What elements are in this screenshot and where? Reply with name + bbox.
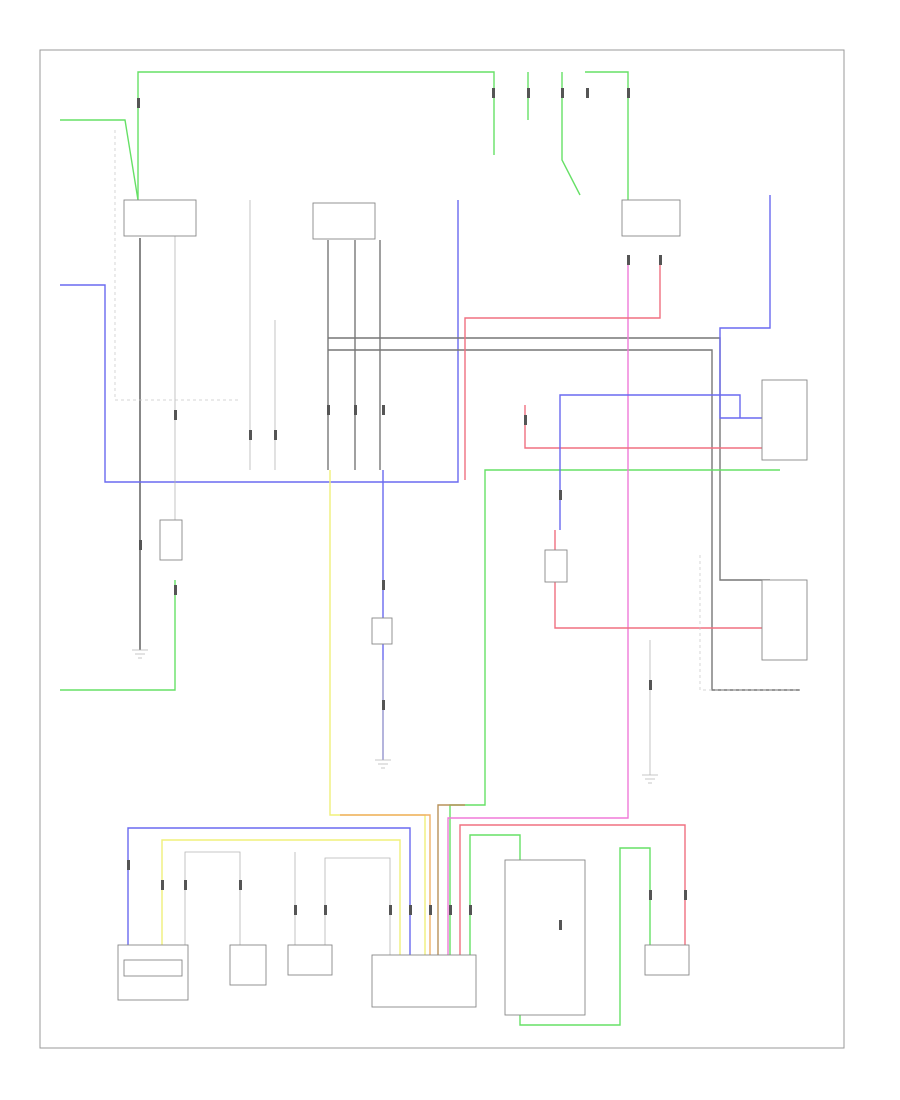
wire-blue-right <box>559 195 771 530</box>
wire-dark-bus <box>327 240 800 691</box>
connector-markers <box>127 88 687 930</box>
wire-pink <box>447 260 629 955</box>
ground-symbol-3 <box>642 774 658 784</box>
wire-blue-left <box>60 200 459 483</box>
pressure-sensor-inner <box>123 959 183 977</box>
wire-yellow-bottom <box>161 839 401 955</box>
ac-switch-box <box>761 579 808 661</box>
wire-green-relay <box>527 71 629 200</box>
wire-green-top <box>137 71 495 205</box>
ac-resistor <box>229 944 267 986</box>
wire-red-bottom <box>459 824 686 955</box>
wire-red-right <box>464 260 770 629</box>
relay-ac <box>312 202 376 240</box>
thermo-switch <box>544 549 568 583</box>
diagram-frame <box>39 49 845 1049</box>
dash-right <box>699 555 800 691</box>
wire-green-ground <box>60 580 176 691</box>
dash-left <box>114 130 240 401</box>
wire-blue-bottom <box>127 827 411 955</box>
ac-diode <box>371 617 393 645</box>
wire-brown <box>437 804 465 955</box>
relay-blower <box>123 199 197 237</box>
wire-green-mid <box>449 469 780 955</box>
wire-gray-bottom <box>184 851 391 955</box>
wire-green-bottom <box>469 834 651 1026</box>
ecm-connector <box>371 954 477 1008</box>
fan-switch-box <box>761 379 808 461</box>
relay-condenser <box>621 199 681 237</box>
heater-control-unit <box>504 859 586 1016</box>
ground-symbol-1 <box>132 649 148 659</box>
evap-temp-sensor <box>287 944 333 976</box>
blower-resistor <box>159 519 183 561</box>
ground-symbol-2 <box>375 759 391 769</box>
wire-yellow <box>329 470 426 955</box>
wire-orange <box>340 814 431 955</box>
ambient-sensor <box>644 944 690 976</box>
wire-green-feed <box>60 119 139 201</box>
